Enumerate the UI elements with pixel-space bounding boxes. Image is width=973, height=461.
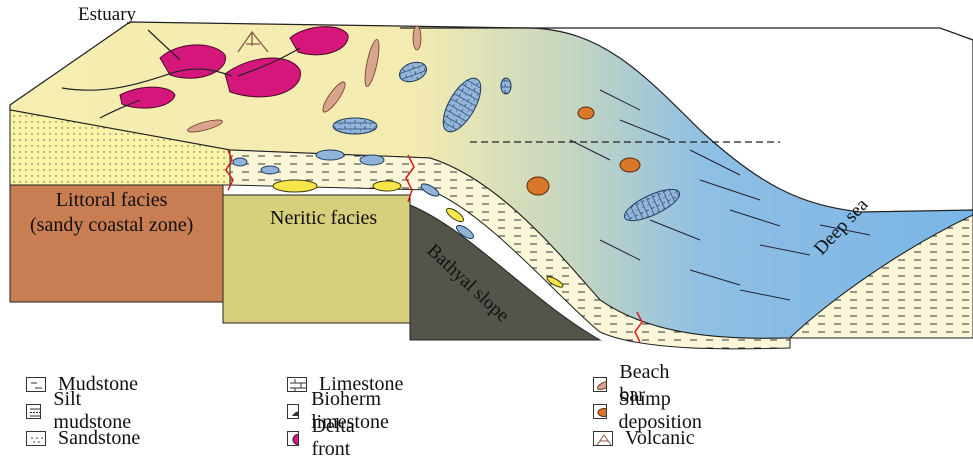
sandstone-icon	[26, 431, 46, 446]
silt-mudstone-icon	[26, 404, 41, 419]
legend-item-sandstone: Sandstone	[26, 426, 140, 450]
delta-front-icon	[287, 431, 299, 446]
legend-item-silt-mudstone: Silt mudstone	[26, 399, 136, 423]
volcanic-icon	[593, 431, 613, 446]
littoral-line-2: (sandy coastal zone)	[30, 213, 193, 238]
littoral-facies-label: Littoral facies (sandy coastal zone)	[30, 188, 193, 238]
bioherm-limestone-icon	[287, 404, 299, 419]
mudstone-icon	[26, 377, 46, 392]
beach-bar-icon	[593, 377, 607, 392]
estuary-label: Estuary	[78, 4, 136, 26]
legend-item-volcanic: Volcanic	[593, 426, 695, 450]
slump-deposition-icon	[593, 404, 607, 419]
legend-item-delta-front: Delta front	[287, 426, 362, 450]
limestone-icon	[287, 377, 307, 392]
neritic-facies-label: Neritic facies	[270, 207, 377, 230]
legend-item-slump-deposition: Slump deposition	[593, 399, 708, 423]
littoral-line-1: Littoral facies	[30, 188, 193, 213]
